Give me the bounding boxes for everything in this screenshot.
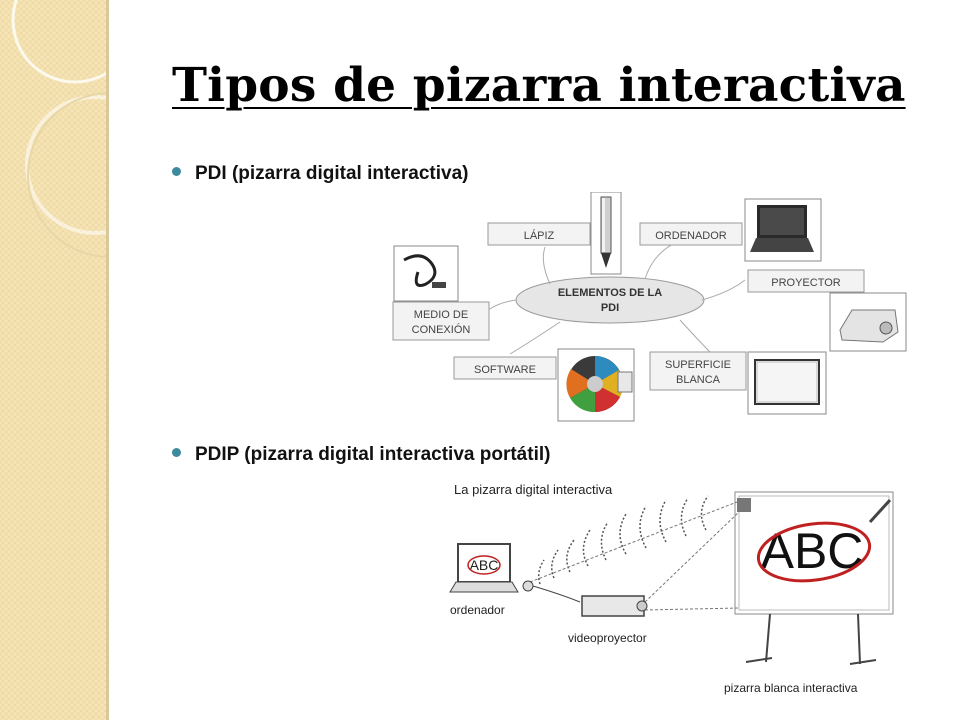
bullet-pdi: PDI (pizarra digital interactiva) xyxy=(172,163,468,185)
bullet-dot xyxy=(172,448,181,458)
cable-image xyxy=(393,245,459,302)
software-image xyxy=(557,348,635,422)
whiteboard-image xyxy=(747,351,827,415)
bullet-pdi-text: PDI (pizarra digital interactiva) xyxy=(195,163,469,184)
sidebar-edge xyxy=(106,0,109,720)
board-text: ABC xyxy=(761,523,864,579)
label-software: SOFTWARE xyxy=(474,364,536,376)
projector-drawing xyxy=(581,595,648,617)
label-medio-2: CONEXIÓN xyxy=(412,323,471,336)
bullet-pdip: PDIP (pizarra digital interactiva portát… xyxy=(172,444,550,466)
pdi-elements-diagram: ELEMENTOS DE LA PDI LÁPIZ ORDENADOR PROY… xyxy=(392,192,907,422)
label-box-superficie xyxy=(649,351,747,391)
beam-line-top xyxy=(529,501,738,583)
decorative-sidebar xyxy=(0,0,106,720)
label-proyector-pdip: videoproyector xyxy=(568,631,647,645)
label-ordenador-pdip: ordenador xyxy=(450,603,505,617)
label-lapiz: LÁPIZ xyxy=(524,229,555,242)
center-label-2: PDI xyxy=(601,302,619,314)
bullet-dot xyxy=(172,167,181,177)
label-medio-1: MEDIO DE xyxy=(414,309,468,321)
screen-text: ABC xyxy=(470,557,499,573)
label-box-proyector xyxy=(747,269,865,293)
label-box-lapiz xyxy=(487,222,591,246)
label-box-medio xyxy=(392,301,490,341)
center-label-1: ELEMENTOS DE LA xyxy=(558,287,662,299)
board-red-circle xyxy=(756,521,872,583)
label-superficie-1: SUPERFICIE xyxy=(665,359,731,371)
center-ellipse xyxy=(515,276,705,324)
beam-line-low xyxy=(644,607,740,611)
pen-image xyxy=(590,192,622,275)
label-pizarra-pdip: pizarra blanca interactiva xyxy=(724,681,858,695)
pdip-diagram: La pizarra digital interactiva ABC ABC xyxy=(449,482,894,695)
label-box-software xyxy=(453,356,557,380)
page-title: Tipos de pizarra interactiva xyxy=(172,58,906,113)
pdip-caption: La pizarra digital interactiva xyxy=(454,482,613,497)
beam-line-bottom xyxy=(644,511,740,603)
label-ordenador: ORDENADOR xyxy=(655,230,727,242)
board-sensor xyxy=(737,498,751,512)
screen-red-circle xyxy=(467,555,501,575)
board-pen xyxy=(868,498,892,524)
laptop-drawing xyxy=(449,543,581,603)
label-proyector: PROYECTOR xyxy=(771,277,841,289)
signal-waves xyxy=(537,495,709,585)
projector-image xyxy=(829,292,907,352)
laptop-image xyxy=(744,198,822,262)
bullet-pdip-text: PDIP (pizarra digital interactiva portát… xyxy=(195,444,551,465)
label-box-ordenador xyxy=(639,222,743,246)
label-superficie-2: BLANCA xyxy=(676,374,721,386)
